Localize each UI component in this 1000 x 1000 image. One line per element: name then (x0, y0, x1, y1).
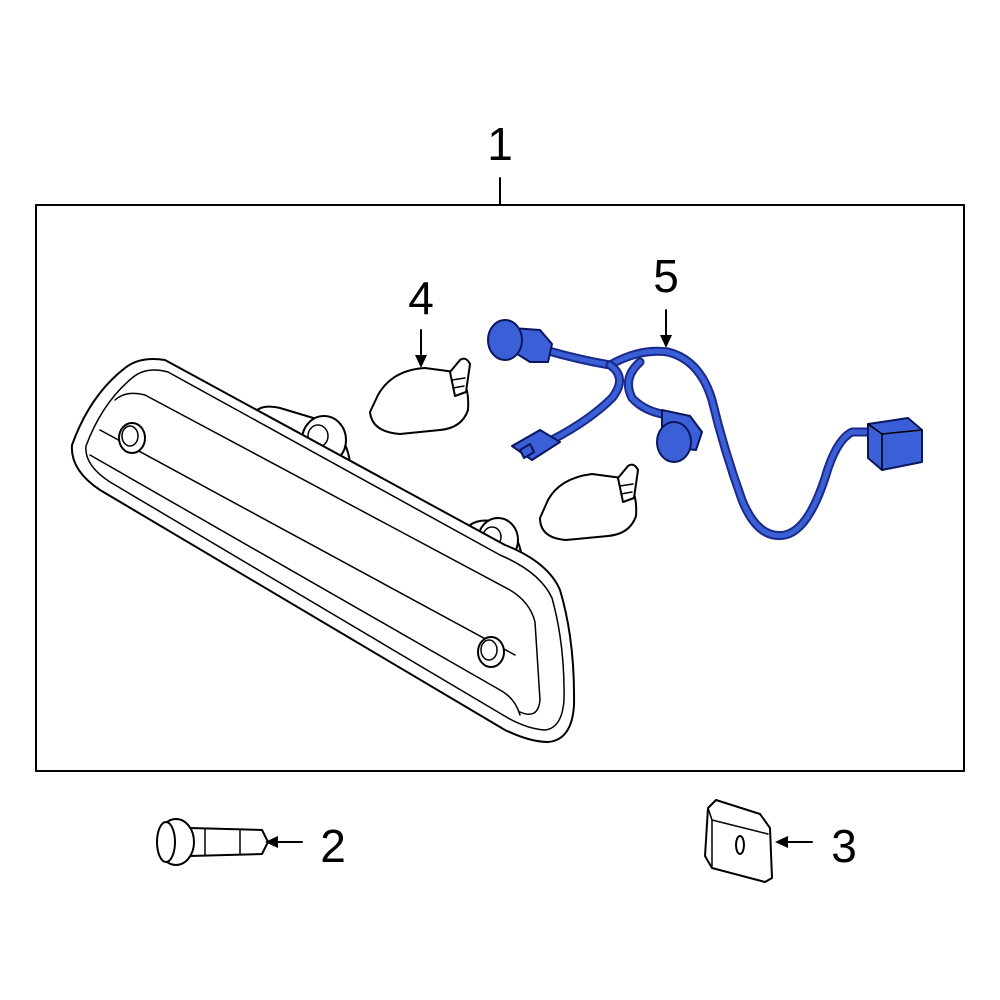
callout-5[interactable]: 5 (653, 250, 679, 302)
bulb-upper[interactable] (369, 357, 471, 435)
callout-2[interactable]: 2 (320, 820, 346, 872)
callout-3-arrowhead (775, 836, 788, 848)
callout-5-arrowhead (660, 335, 672, 348)
callout-4-arrowhead (415, 355, 427, 368)
screw[interactable] (156, 818, 269, 866)
callout-2-arrowhead (265, 836, 278, 848)
lamp-housing[interactable] (70, 358, 576, 743)
assembly-frame (35, 204, 965, 772)
bulb-lower[interactable] (539, 463, 639, 541)
wiring-harness[interactable] (487, 319, 923, 541)
callout-3[interactable]: 3 (831, 820, 857, 872)
clip-nut[interactable] (704, 799, 773, 883)
callout-4[interactable]: 4 (408, 272, 434, 324)
callout-1[interactable]: 1 (487, 118, 513, 170)
